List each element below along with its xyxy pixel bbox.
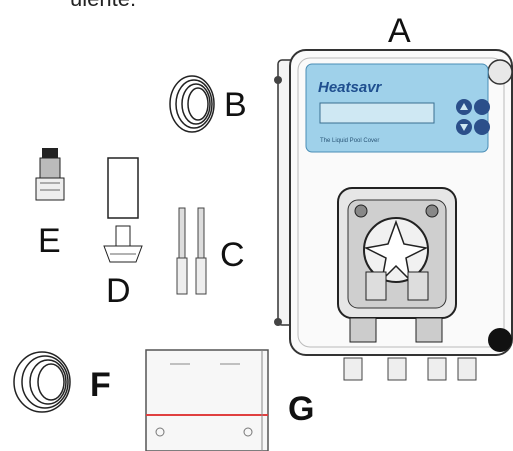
pump-brand: Heatsavr (318, 79, 383, 96)
foot-valve-d (104, 158, 142, 262)
connector-e (36, 148, 64, 200)
label-e: E (38, 224, 61, 258)
label-b: B (224, 88, 247, 122)
mounting-bracket-g (146, 350, 268, 451)
label-a: A (388, 14, 411, 48)
label-f: F (90, 368, 111, 402)
label-c: C (220, 238, 245, 272)
label-g: G (288, 392, 314, 426)
injection-valves-c (177, 208, 206, 294)
pump-subtitle: The Liquid Pool Cover (320, 138, 379, 144)
label-d: D (106, 274, 131, 308)
coiled-tube-f (14, 352, 70, 412)
coiled-tube-b (170, 76, 214, 132)
dosing-pump: Heatsavr The Liquid Pool Cover (274, 50, 512, 380)
